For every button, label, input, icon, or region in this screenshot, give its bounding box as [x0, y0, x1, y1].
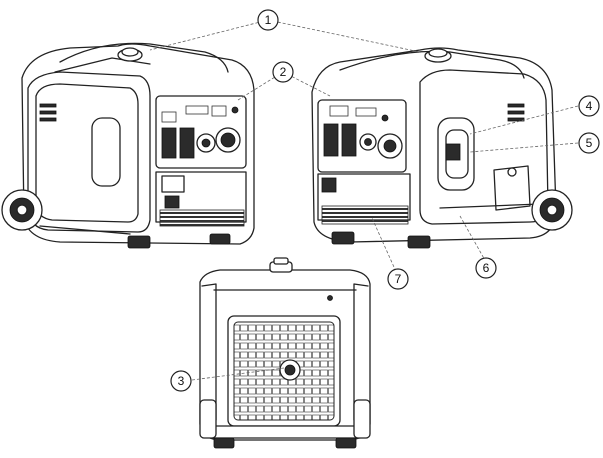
callout-2: 2	[272, 61, 294, 83]
side-vent-right	[507, 103, 525, 122]
callout-2-label: 2	[280, 65, 287, 79]
wheel-right	[531, 189, 573, 231]
callout-3: 3	[170, 370, 192, 392]
callout-6: 6	[475, 257, 497, 279]
control-panel-left	[155, 95, 247, 169]
leader-lines	[149, 19, 579, 381]
callout-1-label: 1	[265, 13, 272, 27]
exhaust-outlet	[279, 359, 301, 381]
generator-left-view	[1, 42, 255, 249]
callout-5-label: 5	[586, 136, 593, 150]
fuel-cap-left	[117, 47, 143, 62]
side-vent-left	[39, 103, 57, 122]
generator-right-view	[311, 47, 573, 249]
callout-4-label: 4	[586, 99, 593, 113]
wheel-left	[1, 189, 43, 231]
access-window-right	[437, 117, 475, 191]
control-panel-right	[317, 99, 407, 173]
callout-7-label: 7	[395, 272, 402, 286]
fuel-cap-right	[424, 48, 452, 63]
callout-1: 1	[257, 9, 279, 31]
callout-5: 5	[578, 132, 600, 154]
callout-7: 7	[387, 268, 409, 290]
callout-4: 4	[578, 95, 600, 117]
generator-rear-view	[199, 257, 371, 449]
callout-6-label: 6	[483, 261, 490, 275]
fuel-cap-rear	[269, 257, 293, 273]
callout-3-label: 3	[178, 374, 185, 388]
